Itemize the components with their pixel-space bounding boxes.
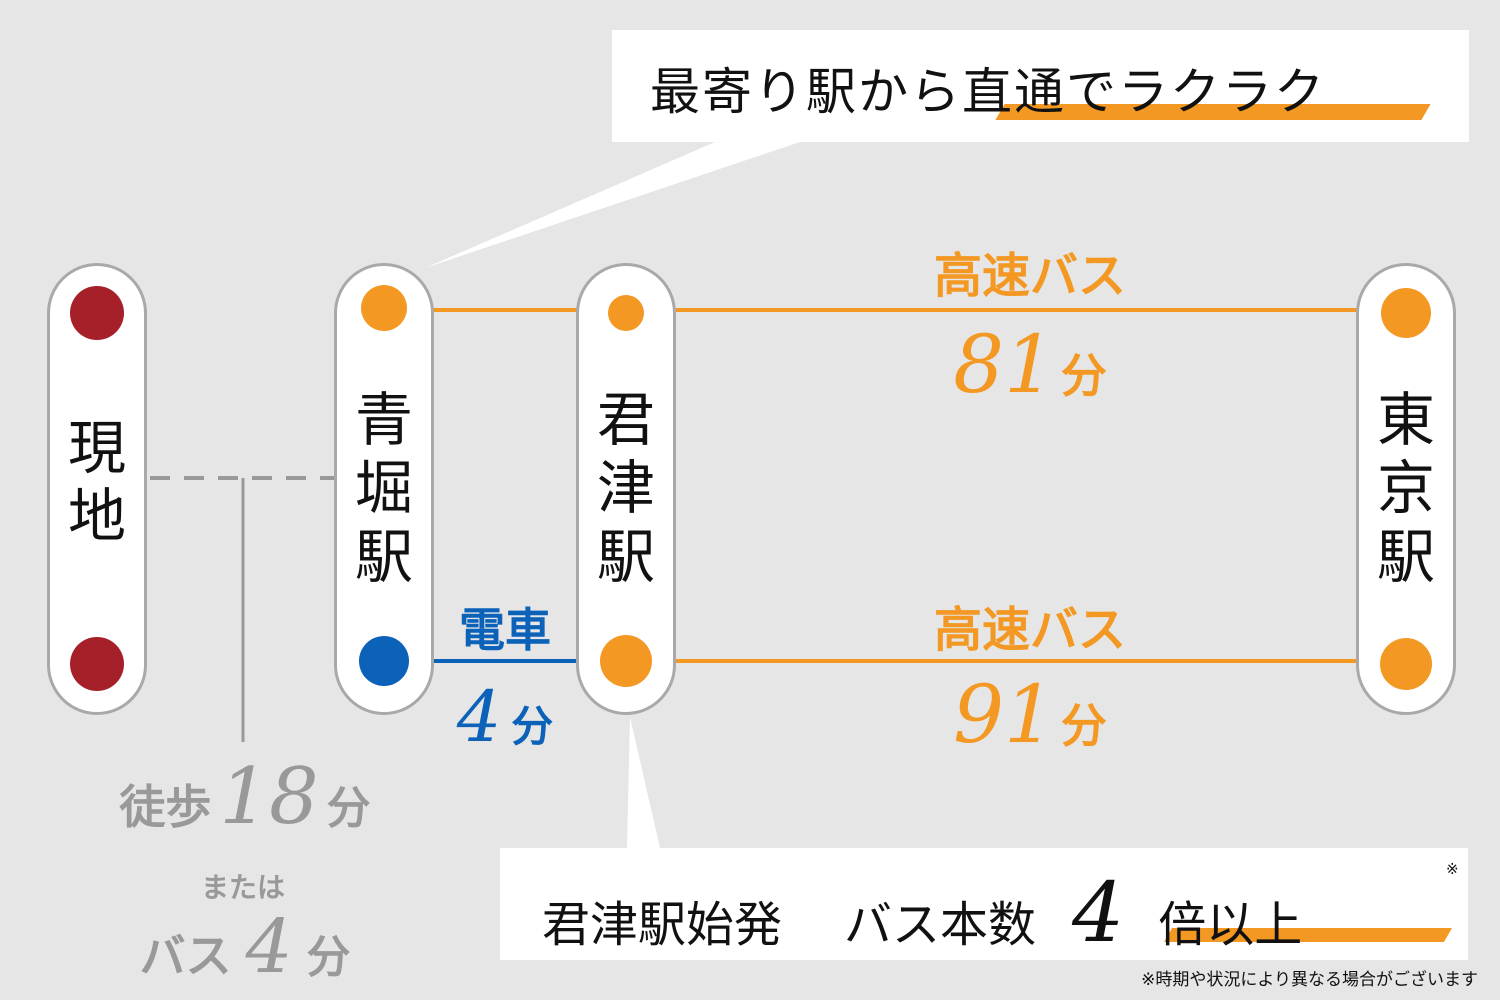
aobori-top-dot <box>361 285 407 331</box>
station-aobori-name: 青堀駅 <box>354 386 413 591</box>
station-kimitsu: 君津駅 <box>576 263 676 715</box>
station-aobori: 青堀駅 <box>334 263 434 715</box>
footnote: ※時期や状況により異なる場合がございます <box>1141 970 1478 990</box>
callout-top: 最寄り駅から直通でラクラク <box>612 30 1469 142</box>
train-route-unit: 分 <box>511 702 554 751</box>
callout-bottom-multiplier: 倍以上 <box>1158 897 1303 953</box>
lower-route-unit: 分 <box>1060 699 1107 753</box>
walk-unit: 分 <box>326 783 371 834</box>
tokyo-bottom-dot <box>1380 638 1432 690</box>
lower-route-minutes: 91 <box>953 668 1055 761</box>
callout-top-text: 最寄り駅から直通でラクラク <box>650 63 1326 121</box>
lower-route-line <box>676 659 1358 663</box>
upper-route-unit: 分 <box>1060 349 1107 403</box>
station-kimitsu-name: 君津駅 <box>596 386 655 591</box>
callout-bottom-text: 君津駅始発 バス本数 4 倍以上 <box>542 866 1302 961</box>
kimitsu-bottom-dot <box>600 635 652 687</box>
train-route-mode: 電車 <box>459 603 551 657</box>
current-bottom-dot <box>70 637 124 691</box>
walk-minutes: 18 <box>219 752 319 842</box>
station-tokyo: 東京駅 <box>1356 263 1456 715</box>
station-current: 現地 <box>47 263 147 715</box>
callout-bottom-mark: ※ <box>1446 860 1459 878</box>
callout-bottom-number: 4 <box>1072 866 1125 961</box>
callout-bottom-origin: 君津駅始発 <box>542 897 783 953</box>
upper-route-minutes: 81 <box>953 318 1055 411</box>
upper-route-mode: 高速バス <box>933 248 1126 304</box>
train-route-minutes: 4 <box>456 676 502 758</box>
tokyo-top-dot <box>1381 288 1431 338</box>
callout-bottom: 君津駅始発 バス本数 4 倍以上 ※ <box>500 848 1468 961</box>
callout-bottom-pointer <box>627 717 660 848</box>
station-current-name: 現地 <box>67 414 126 551</box>
current-top-dot <box>70 286 124 340</box>
aobori-bottom-dot <box>359 636 409 686</box>
walk-or: または <box>200 871 285 904</box>
kimitsu-top-dot <box>608 295 644 331</box>
callout-bottom-bus-count: バス本数 <box>844 897 1037 953</box>
train-route-line <box>432 659 578 663</box>
station-tokyo-name: 東京駅 <box>1376 386 1435 591</box>
lower-route-mode: 高速バス <box>933 602 1126 658</box>
walk-bus-unit: 分 <box>306 932 351 983</box>
callout-top-pointer <box>425 142 800 268</box>
walk-bus-minutes: 4 <box>245 904 293 990</box>
walk-prefix: 徒歩 <box>119 780 212 834</box>
upper-route-line-aobori-kimitsu <box>432 308 578 312</box>
walk-bus-prefix: バス <box>139 929 232 983</box>
upper-route-line-kimitsu-tokyo <box>676 308 1358 312</box>
